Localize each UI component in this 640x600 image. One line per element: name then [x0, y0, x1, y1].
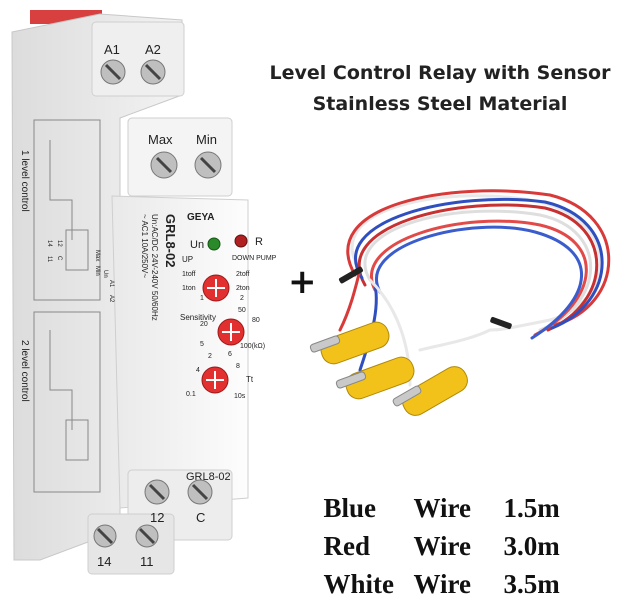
- cable-tie-2: [490, 316, 512, 330]
- terminal-11-label: 11: [140, 554, 154, 569]
- time-10s: 10s: [234, 393, 246, 400]
- spec-color: Red: [323, 531, 371, 561]
- model-front-label: GRL8-02: [186, 471, 231, 483]
- rating-line-1: Un:AC/DC 24V-240V 50/60Hz: [150, 214, 159, 321]
- time-tt: Tt: [246, 375, 254, 384]
- spec-color: White: [323, 569, 395, 599]
- sensor-wire-bundle: [309, 189, 611, 416]
- cable-tie-1: [338, 266, 364, 284]
- screw-a2: [140, 59, 166, 85]
- side-wiring-diagram: [33, 119, 101, 493]
- side-term-a1: A1: [108, 280, 114, 288]
- top-terminal-block: [91, 21, 185, 97]
- time-8: 8: [236, 363, 240, 370]
- led-un-label: Un: [190, 239, 204, 251]
- side-term-un: Un: [102, 270, 108, 278]
- relay-front-panel: [111, 195, 249, 509]
- screw-a1: [100, 59, 126, 85]
- time-6: 6: [228, 351, 232, 358]
- led-green: [207, 237, 221, 251]
- probe-3: [392, 366, 468, 416]
- sensitivity-knob[interactable]: [217, 318, 245, 346]
- spec-length: 1.5m: [503, 493, 560, 523]
- rating-line-2: ~ AC1 10A/250V~: [140, 214, 149, 278]
- side-term-min: Min: [94, 266, 100, 276]
- screw-14: [93, 524, 117, 548]
- model-vertical: GRL8-02: [163, 214, 178, 267]
- wire-tail: [418, 328, 492, 352]
- side-term-11: 11: [46, 256, 52, 263]
- side-term-14: 14: [46, 240, 52, 247]
- side-label-2-level: 2 level control: [19, 340, 30, 402]
- spec-kind: Wire: [413, 493, 472, 523]
- label-down-pump: DOWN PUMP: [232, 255, 277, 262]
- time-4: 4: [196, 367, 200, 374]
- mode-1: 1: [200, 295, 204, 302]
- mode-1toff: 1toff: [182, 271, 196, 278]
- probe-1: [309, 321, 390, 365]
- side-term-a2: A2: [108, 295, 114, 303]
- sens-100: 100(kΩ): [240, 343, 265, 350]
- probe-2: [335, 356, 415, 400]
- spec-length: 3.5m: [503, 569, 560, 599]
- terminal-14-label: 14: [97, 554, 111, 569]
- side-term-max: Max: [94, 250, 100, 261]
- side-term-12: 12: [56, 240, 62, 247]
- sens-5: 5: [200, 341, 204, 348]
- terminal-max-label: Max: [148, 132, 173, 147]
- sens-50: 50: [238, 307, 246, 314]
- time-knob[interactable]: [201, 366, 229, 394]
- terminal-c-label: C: [196, 510, 205, 525]
- led-r-label: R: [255, 236, 263, 248]
- led-red: [234, 234, 248, 248]
- spec-color: Blue: [323, 493, 377, 523]
- headline-line-2: Stainless Steel Material: [312, 93, 568, 115]
- time-2: 2: [208, 353, 212, 360]
- mode-2: 2: [240, 295, 244, 302]
- spec-row-white: White Wire 3.5m: [310, 538, 560, 600]
- screw-min: [194, 151, 222, 179]
- sens-80: 80: [252, 317, 260, 324]
- mode-2ton: 2ton: [236, 285, 250, 292]
- terminal-a2-label: A2: [145, 42, 161, 57]
- terminal-min-label: Min: [196, 132, 217, 147]
- label-up: UP: [182, 255, 193, 264]
- wire-red-2: [357, 203, 599, 332]
- mode-knob[interactable]: [202, 274, 230, 302]
- side-term-c: C: [56, 256, 62, 261]
- screw-11: [135, 524, 159, 548]
- brand-logo: GEYA: [187, 212, 214, 223]
- spec-row-blue: Blue Wire 1.5m: [310, 462, 560, 524]
- side-label-1-level: 1 level control: [19, 150, 30, 212]
- time-0-1: 0.1: [186, 391, 196, 398]
- screw-max: [150, 151, 178, 179]
- screw-c: [187, 479, 213, 505]
- spec-kind: Wire: [413, 569, 472, 599]
- sens-20: 20: [200, 321, 208, 328]
- sensitivity-label: Sensitivity: [180, 313, 216, 322]
- mode-1ton: 1ton: [182, 285, 196, 292]
- spec-kind: Wire: [413, 531, 472, 561]
- relay-illustration: A1 A2 Max Min GEYA GRL8-02 Un:AC/DC 24V-…: [11, 10, 277, 575]
- spec-row-red: Red Wire 3.0m: [310, 500, 560, 562]
- screw-12: [144, 479, 170, 505]
- relay-side-body: [11, 13, 183, 561]
- wire-white-2: [363, 209, 593, 332]
- plus-sign: +: [288, 262, 317, 302]
- terminal-a1-label: A1: [104, 42, 120, 57]
- mode-2toff: 2toff: [236, 271, 250, 278]
- lead-red: [338, 268, 362, 332]
- spec-length: 3.0m: [503, 531, 560, 561]
- headline-line-1: Level Control Relay with Sensor: [269, 62, 611, 84]
- wire-blue-2: [375, 225, 583, 340]
- wire-white-1: [350, 194, 602, 332]
- wire-blue-1: [354, 197, 604, 330]
- wire-red-3: [370, 219, 588, 337]
- wire-red-1: [346, 189, 611, 327]
- terminal-12-label: 12: [150, 510, 164, 525]
